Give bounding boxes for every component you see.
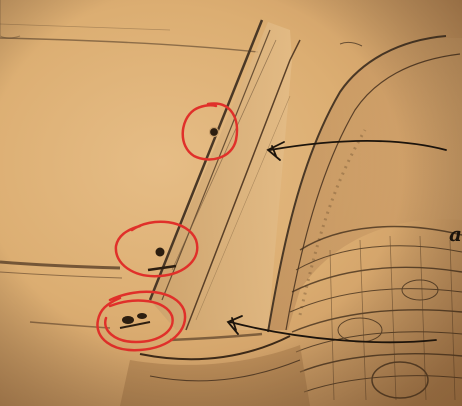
side-label: a [449, 224, 462, 244]
